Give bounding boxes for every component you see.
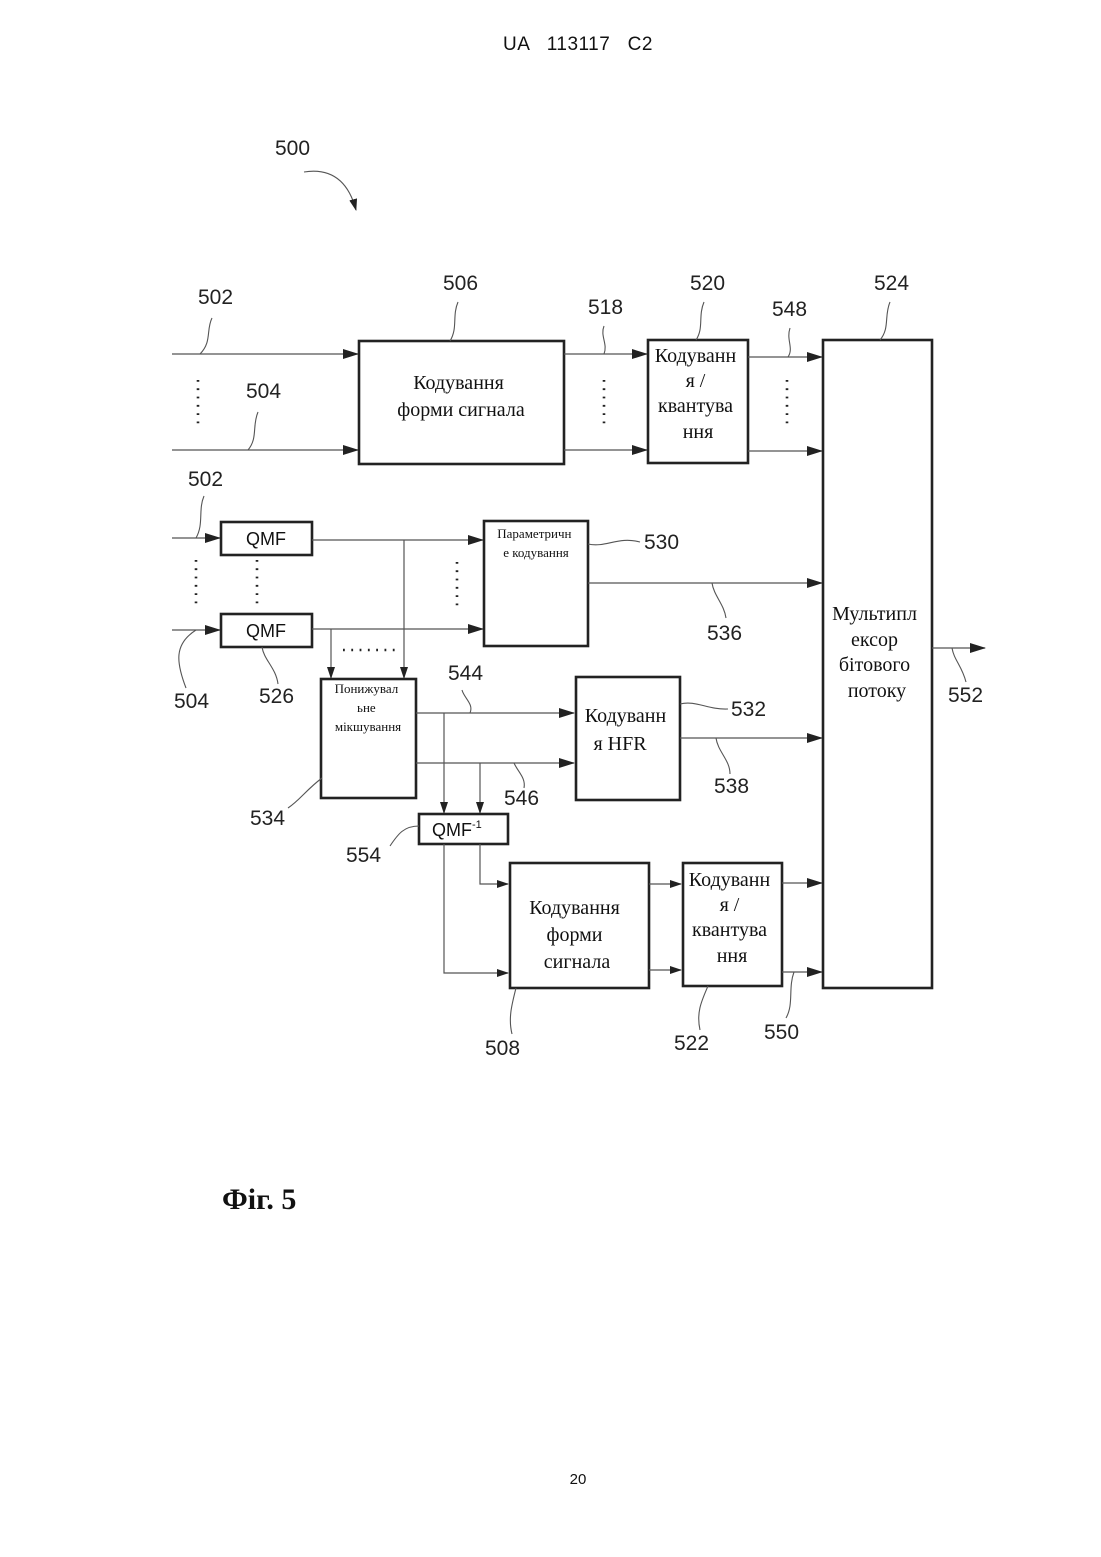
- leader-502b: [196, 496, 204, 538]
- quant-top-line2: я /: [686, 370, 706, 392]
- ref-526: 526: [259, 685, 294, 708]
- ref-552: 552: [948, 684, 983, 707]
- ref-508: 508: [485, 1037, 520, 1060]
- leader-526: [262, 647, 278, 684]
- ref-546: 546: [504, 787, 539, 810]
- page-number: 20: [0, 1471, 1101, 1488]
- leader-538: [716, 738, 730, 774]
- waveform-bottom-line1: Кодування: [529, 897, 620, 919]
- waveform-top-line1: Кодування: [413, 372, 504, 394]
- leader-502a: [200, 318, 212, 354]
- ref-534: 534: [250, 807, 285, 830]
- wire-qmf-inv-to-wf-upper: [480, 844, 508, 884]
- ref-554: 554: [346, 844, 381, 867]
- qmf-inverse-superscript: -1: [472, 819, 482, 831]
- leader-548: [788, 328, 790, 357]
- ref-536: 536: [707, 622, 742, 645]
- leader-552: [952, 648, 966, 682]
- waveform-bottom-line3: сигнала: [544, 951, 611, 973]
- ref-524: 524: [874, 272, 909, 295]
- leader-500: [304, 171, 356, 210]
- ref-548: 548: [772, 298, 807, 321]
- leader-550: [786, 972, 794, 1018]
- leader-518: [603, 326, 605, 354]
- wire-qmf-inv-to-wf-lower: [444, 844, 508, 973]
- leader-508: [510, 988, 516, 1034]
- leader-544: [462, 690, 471, 713]
- ref-538: 538: [714, 775, 749, 798]
- mux-line1: Мультипл: [832, 603, 917, 625]
- qmf-lower-label: QMF: [246, 621, 286, 641]
- leader-504b: [179, 630, 196, 688]
- downmix-box: [321, 679, 416, 798]
- hfr-line2: я HFR: [593, 733, 647, 755]
- leader-546: [514, 763, 524, 788]
- quant-top-line4: ння: [683, 421, 714, 443]
- leader-530: [588, 540, 640, 545]
- ref-500: 500: [275, 137, 310, 160]
- quant-bottom-line1: Кодуванн: [689, 869, 771, 891]
- downmix-line2: ьне: [357, 700, 376, 715]
- quant-bottom-line2: я /: [720, 894, 740, 916]
- mux-line3: бітового: [839, 654, 910, 676]
- qmf-inverse-label: QMF: [432, 820, 472, 840]
- figure-caption: Фіг. 5: [222, 1183, 296, 1217]
- parametric-line2: е кодування: [503, 545, 569, 560]
- ref-520: 520: [690, 272, 725, 295]
- quant-bottom-line4: ння: [717, 945, 748, 967]
- mux-line2: ексор: [851, 629, 898, 651]
- leader-524: [880, 302, 890, 340]
- leader-522: [699, 986, 708, 1030]
- quant-top-line3: квантува: [658, 395, 733, 417]
- leader-506: [450, 302, 458, 341]
- mux-line4: потоку: [848, 680, 906, 702]
- leader-534: [288, 778, 322, 808]
- waveform-top-line2: форми сигнала: [397, 399, 525, 421]
- ref-502b: 502: [188, 468, 223, 491]
- ref-532: 532: [731, 698, 766, 721]
- parametric-line1: Параметричн: [497, 526, 571, 541]
- downmix-line1: Понижувал: [335, 681, 399, 696]
- downmix-line3: мікшування: [335, 719, 401, 734]
- ref-518: 518: [588, 296, 623, 319]
- leader-504a: [248, 412, 258, 450]
- leader-554: [390, 826, 419, 846]
- qmf-upper-label: QMF: [246, 529, 286, 549]
- ref-530: 530: [644, 531, 679, 554]
- leader-532: [680, 703, 728, 709]
- ref-504a: 504: [246, 380, 281, 403]
- ref-502a: 502: [198, 286, 233, 309]
- ref-504b: 504: [174, 690, 209, 713]
- leader-536: [712, 583, 726, 618]
- leader-520: [696, 302, 704, 340]
- quant-top-line1: Кодуванн: [655, 345, 737, 367]
- waveform-bottom-line2: форми: [546, 924, 602, 946]
- ref-550: 550: [764, 1021, 799, 1044]
- ref-522: 522: [674, 1032, 709, 1055]
- ref-506: 506: [443, 272, 478, 295]
- hfr-line1: Кодуванн: [585, 705, 667, 727]
- quant-bottom-line3: квантува: [692, 919, 767, 941]
- ref-544: 544: [448, 662, 483, 685]
